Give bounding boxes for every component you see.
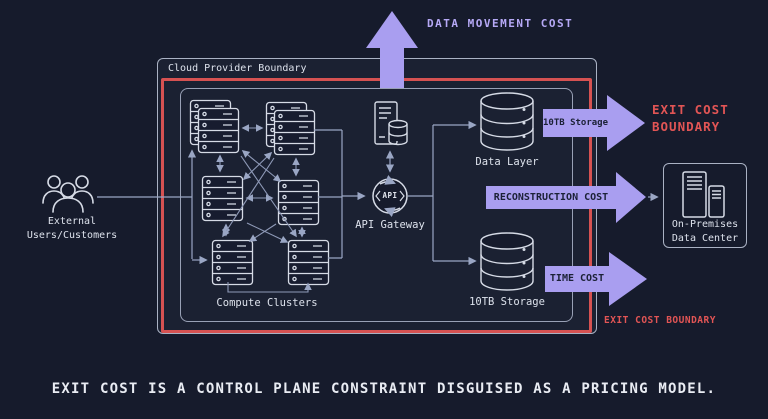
compute-clusters-label: Compute Clusters (216, 297, 318, 309)
external-users-label-line2: Users/Customers (26, 230, 118, 241)
data-movement-cost-label: DATA MOVEMENT COST (427, 17, 574, 30)
external-users-label-line1: External (47, 216, 97, 227)
exit-cost-boundary-label-line1: EXIT COST (652, 102, 729, 117)
storage-label: 10TB Storage (469, 296, 545, 308)
reconstruction-arrow-text: RECONSTRUCTION COST (493, 192, 609, 203)
exit-cost-boundary-label-line2: BOUNDARY (652, 119, 721, 134)
caption-text: EXIT COST IS A CONTROL PLANE CONSTRAINT … (51, 381, 717, 397)
time-arrow-text: TIME COST (549, 273, 605, 284)
data-layer-label: Data Layer (475, 156, 539, 168)
exit-cost-boundary-bottom-label: EXIT COST BOUNDARY (604, 315, 716, 326)
on-premises-label-line1: On-Premises (671, 219, 739, 230)
cloud-boundary-label: Cloud Provider Boundary (168, 63, 307, 74)
storage-export-arrow-text: 10TB Storage (543, 118, 609, 128)
on-premises-label-line2: Data Center (671, 233, 739, 244)
api-gateway-label: API Gateway (355, 219, 425, 231)
infrastructure-box (180, 88, 573, 322)
external-users-icon (42, 175, 94, 213)
on-premises-box (663, 163, 747, 248)
api-icon-text: API (382, 191, 398, 200)
